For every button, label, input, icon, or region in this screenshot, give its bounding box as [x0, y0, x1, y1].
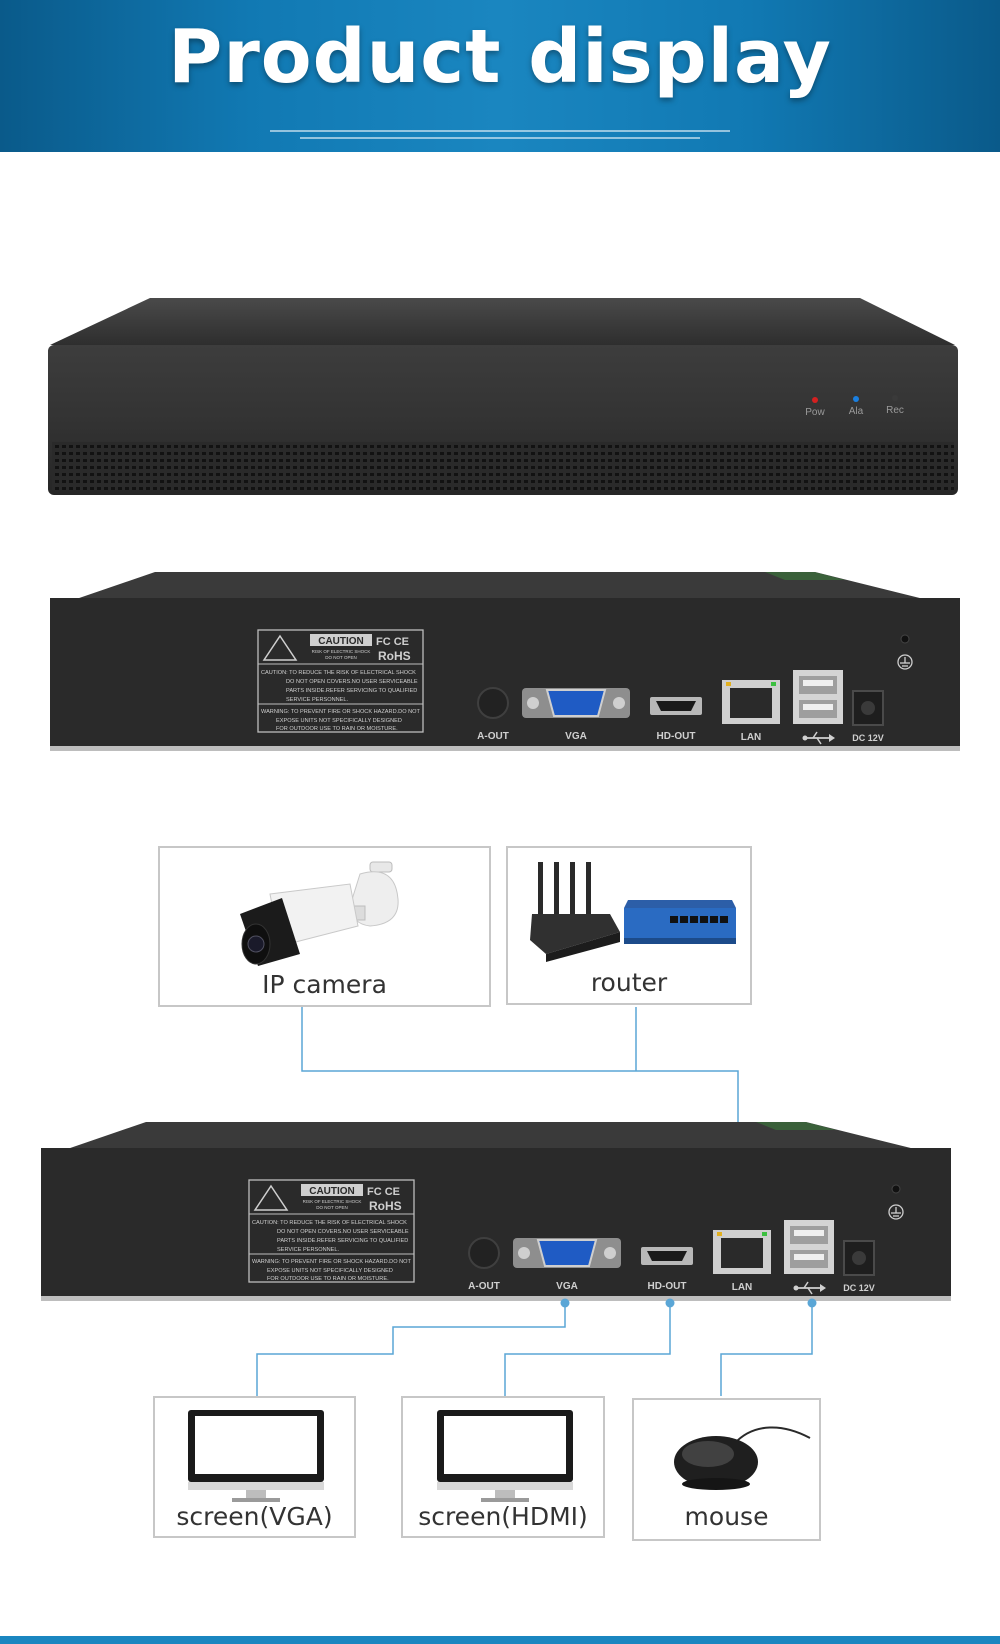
svg-text:RoHS: RoHS: [378, 649, 411, 663]
svg-text:PARTS INSIDE.REFER SERVICING T: PARTS INSIDE.REFER SERVICING TO QUALIFIE…: [286, 688, 417, 694]
router-card: router: [506, 846, 752, 1005]
port-label-a-out-2: A-OUT: [468, 1281, 500, 1292]
usb-symbol-icon: [793, 1281, 826, 1295]
port-label-hd-out-2: HD-OUT: [648, 1281, 687, 1292]
port-label-a-out: A-OUT: [477, 731, 509, 742]
port-label-lan: LAN: [741, 732, 762, 743]
svg-text:WARNING: TO PREVENT FIRE OR SH: WARNING: TO PREVENT FIRE OR SHOCK HAZARD…: [252, 1259, 412, 1265]
connector-lines-bottom: [256, 1298, 817, 1396]
svg-text:CAUTION: TO REDUCE THE RISK OF: CAUTION: TO REDUCE THE RISK OF ELECTRICA…: [252, 1220, 407, 1226]
svg-text:EXPOSE UNITS NOT SPECIFICALLY: EXPOSE UNITS NOT SPECIFICALLY DESIGNED: [276, 718, 402, 724]
svg-text:RISK OF ELECTRIC SHOCK: RISK OF ELECTRIC SHOCK: [312, 649, 371, 654]
screen-hdmi-card: screen(HDMI): [401, 1396, 605, 1538]
caution-label: CAUTION RISK OF ELECTRIC SHOCK DO NOT OP…: [257, 629, 424, 733]
nvr-rear-view-connected: CAUTION RISK OF ELECTRIC SHOCK DO NOT OP…: [41, 1122, 951, 1301]
warning-triangle-icon: [262, 634, 298, 661]
mouse-icon: [674, 1426, 811, 1490]
banner-fine-print: [270, 130, 730, 142]
svg-text:DO NOT OPEN: DO NOT OPEN: [325, 655, 356, 660]
mouse-label: mouse: [684, 1502, 769, 1531]
svg-text:DO NOT OPEN: DO NOT OPEN: [316, 1205, 347, 1210]
screen-hdmi-label: screen(HDMI): [418, 1502, 588, 1531]
port-label-vga: VGA: [565, 731, 587, 742]
svg-text:SERVICE PERSONNEL.: SERVICE PERSONNEL.: [277, 1247, 340, 1253]
port-label-dc: DC 12V: [852, 733, 884, 743]
screen-vga-card: screen(VGA): [153, 1396, 356, 1538]
svg-text:WARNING: TO PREVENT FIRE OR SH: WARNING: TO PREVENT FIRE OR SHOCK HAZARD…: [261, 709, 421, 715]
svg-text:EXPOSE UNITS NOT SPECIFICALLY: EXPOSE UNITS NOT SPECIFICALLY DESIGNED: [267, 1268, 393, 1274]
indicator-pow: Pow: [805, 407, 825, 418]
screw-icon: [891, 1184, 901, 1194]
usb-ports-icon: [793, 670, 843, 724]
caution-label-2: CAUTION RISK OF ELECTRIC SHOCK DO NOT OP…: [248, 1179, 415, 1283]
pow-led-icon: [812, 397, 818, 403]
network-switch-icon: [624, 900, 736, 944]
svg-text:SERVICE PERSONNEL.: SERVICE PERSONNEL.: [286, 697, 349, 703]
usb-ports-icon: [784, 1220, 834, 1274]
audio-out-port-icon: [477, 687, 509, 719]
mouse-card: mouse: [632, 1398, 821, 1541]
nvr-rear-view: CAUTION RISK OF ELECTRIC SHOCK DO NOT OP…: [50, 572, 960, 751]
audio-out-port-icon: [468, 1237, 500, 1269]
svg-text:CAUTION: CAUTION: [309, 1186, 355, 1197]
router-icon: [530, 862, 620, 962]
vga-port-icon: [522, 688, 630, 718]
monitor-icon: [437, 1410, 573, 1502]
port-label-lan-2: LAN: [732, 1282, 753, 1293]
ip-camera-icon: [240, 861, 399, 966]
page-title: Product display: [168, 14, 832, 100]
router-label: router: [590, 968, 668, 997]
port-label-vga-2: VGA: [556, 1281, 578, 1292]
svg-text:FOR OUTDOOR USE TO RAIN OR MOI: FOR OUTDOOR USE TO RAIN OR MOISTURE.: [267, 1276, 389, 1282]
usb-symbol-icon: [802, 731, 835, 745]
svg-text:FC CE: FC CE: [376, 636, 409, 648]
warning-triangle-icon: [253, 1184, 289, 1211]
svg-text:PARTS INSIDE.REFER SERVICING T: PARTS INSIDE.REFER SERVICING TO QUALIFIE…: [277, 1238, 408, 1244]
indicator-ala: Ala: [849, 406, 864, 417]
screw-icon: [900, 634, 910, 644]
svg-text:CAUTION: TO REDUCE THE RISK OF: CAUTION: TO REDUCE THE RISK OF ELECTRICA…: [261, 670, 416, 676]
footer-bar: [0, 1636, 1000, 1644]
svg-text:DO NOT OPEN COVERS.NO USER SER: DO NOT OPEN COVERS.NO USER SERVICEABLE: [277, 1229, 409, 1235]
svg-text:FC CE: FC CE: [367, 1186, 400, 1198]
hdmi-port-icon: [641, 1247, 693, 1265]
monitor-icon: [188, 1410, 324, 1502]
indicator-rec: Rec: [886, 405, 904, 416]
ip-camera-card: IP camera: [158, 846, 491, 1007]
port-label-dc-2: DC 12V: [843, 1283, 875, 1293]
lan-port-icon: [722, 680, 780, 724]
ala-led-icon: [853, 396, 859, 402]
svg-text:DO NOT OPEN COVERS.NO USER SER: DO NOT OPEN COVERS.NO USER SERVICEABLE: [286, 679, 418, 685]
rec-led-icon: [892, 395, 898, 401]
dc-power-port-icon: [843, 1240, 875, 1276]
vga-port-icon: [513, 1238, 621, 1268]
hdmi-port-icon: [650, 697, 702, 715]
screen-vga-label: screen(VGA): [176, 1502, 333, 1531]
header-banner: Product display: [0, 0, 1000, 152]
svg-text:FOR OUTDOOR USE TO RAIN OR MOI: FOR OUTDOOR USE TO RAIN OR MOISTURE.: [276, 726, 398, 732]
dc-power-port-icon: [852, 690, 884, 726]
ground-icon: [888, 1204, 904, 1220]
nvr-front-view: Pow Ala Rec: [48, 298, 958, 495]
ip-camera-label: IP camera: [262, 970, 387, 999]
lan-port-icon: [713, 1230, 771, 1274]
svg-text:RoHS: RoHS: [369, 1199, 402, 1213]
port-label-hd-out: HD-OUT: [657, 731, 696, 742]
svg-text:RISK OF ELECTRIC SHOCK: RISK OF ELECTRIC SHOCK: [303, 1199, 362, 1204]
svg-text:CAUTION: CAUTION: [318, 636, 364, 647]
ground-icon: [897, 654, 913, 670]
